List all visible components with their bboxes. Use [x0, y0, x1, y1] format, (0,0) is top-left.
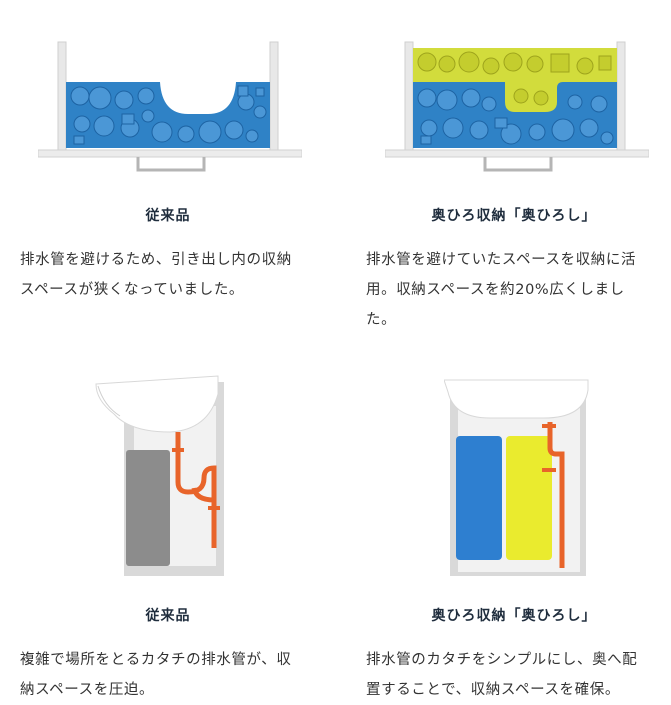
description-line: た。	[366, 312, 397, 328]
item-title: 奥ひろ収納「奥ひろし」	[431, 608, 597, 624]
item-description: 排水管を避けていたスペースを収納に活 用。収納スペースを約20%広くしまし た。	[366, 245, 666, 335]
description-line: 排水管を避けていたスペースを収納に活	[366, 252, 637, 268]
description-line: 排水管のカタチをシンプルにし、奥へ配	[366, 652, 638, 668]
description-line: 納スペースを圧迫。	[20, 682, 155, 698]
description-line: 用。収納スペースを約20%広くしまし	[366, 282, 625, 298]
description-line: 排水管を避けるため、引き出し内の収納	[20, 252, 292, 268]
conventional-drawer-illustration	[38, 41, 302, 172]
item-description: 複雑で場所をとるカタチの排水管が、収 納スペースを圧迫。	[20, 645, 320, 705]
description-line: 複雑で場所をとるカタチの排水管が、収	[20, 652, 292, 668]
okuhiro-cabinet-illustration	[444, 379, 589, 576]
item-title: 従来品	[145, 608, 191, 624]
item-description: 排水管のカタチをシンプルにし、奥へ配 置することで、収納スペースを確保。	[366, 645, 666, 705]
item-title: 従来品	[145, 208, 191, 224]
item-title: 奥ひろ収納「奥ひろし」	[431, 208, 597, 224]
description-line: 置することで、収納スペースを確保。	[366, 682, 620, 698]
description-line: スペースが狭くなっていました。	[20, 282, 245, 298]
item-description: 排水管を避けるため、引き出し内の収納 スペースが狭くなっていました。	[20, 245, 320, 305]
conventional-cabinet-illustration	[95, 375, 224, 576]
okuhiro-drawer-illustration	[385, 41, 649, 172]
